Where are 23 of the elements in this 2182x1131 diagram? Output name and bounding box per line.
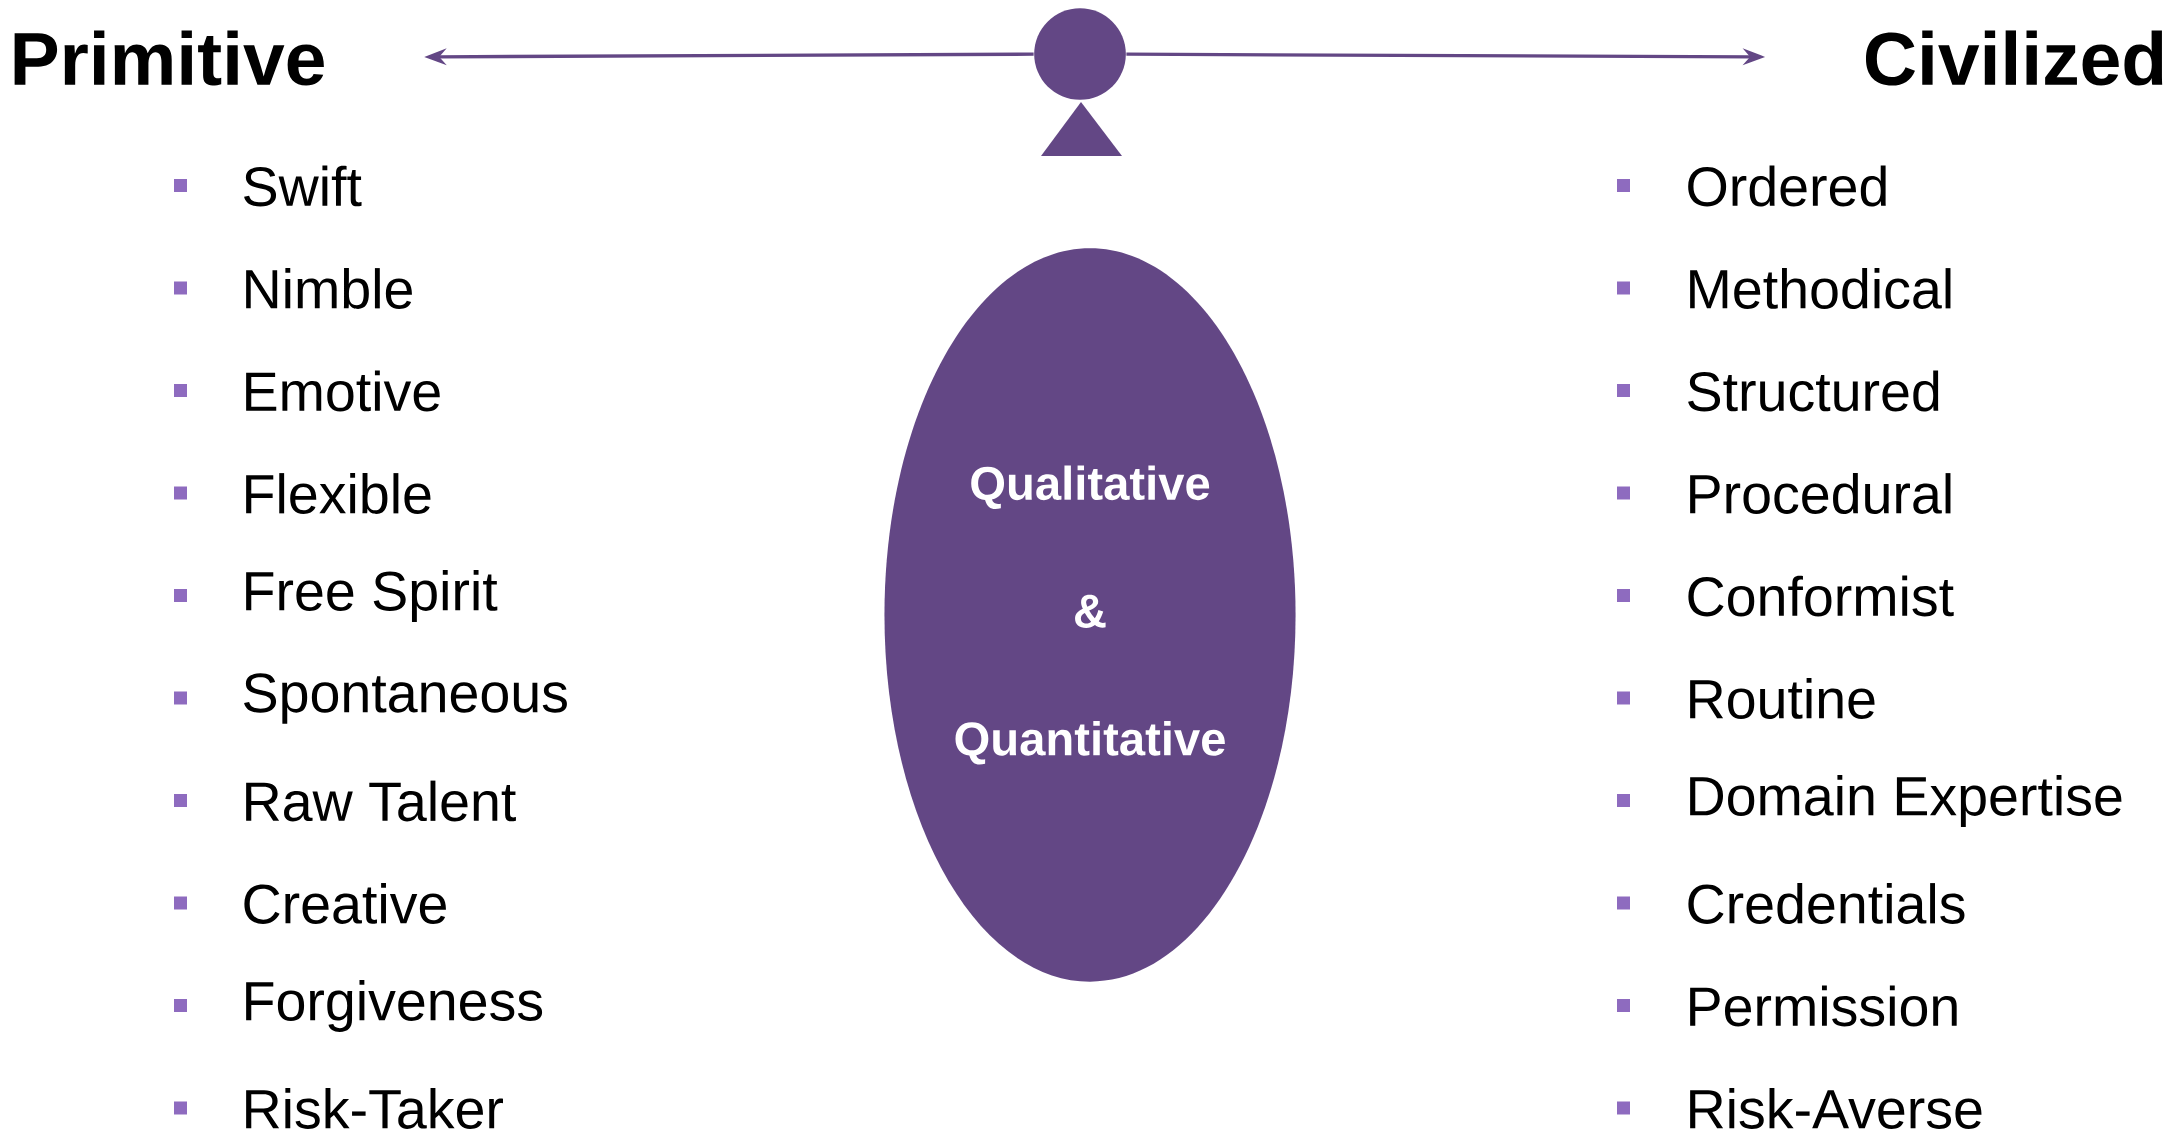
list-item: Nimble — [174, 268, 412, 309]
list-item: Conformist — [1617, 575, 1954, 617]
list-item: Structured — [1617, 370, 1939, 412]
list-item: Routine — [1617, 678, 1875, 719]
list-item: Procedural — [1617, 473, 1951, 514]
list-item: Free Spirit — [174, 570, 498, 622]
pivot-circle — [1034, 8, 1126, 100]
list-item: Domain Expertise — [1617, 775, 2122, 827]
list-item: Forgiveness — [174, 980, 543, 1032]
list-item: Swift — [174, 165, 362, 207]
list-item: Flexible — [174, 473, 431, 514]
list-item: Emotive — [174, 370, 440, 412]
list-item: Raw Talent — [174, 780, 516, 822]
list-item: Permission — [1617, 985, 1957, 1027]
list-item: Risk-Averse — [1617, 1088, 1982, 1129]
heading: Primitive — [14, 30, 324, 86]
list-item: Risk-Taker — [174, 1088, 503, 1129]
list-item: Creative — [174, 883, 446, 924]
list-item: Ordered — [1617, 165, 1886, 207]
list-item: Credentials — [1617, 883, 1965, 924]
list-item: Methodical — [1617, 268, 1951, 309]
heading: Civilized — [1866, 30, 2163, 86]
list-item: Spontaneous — [174, 673, 567, 724]
